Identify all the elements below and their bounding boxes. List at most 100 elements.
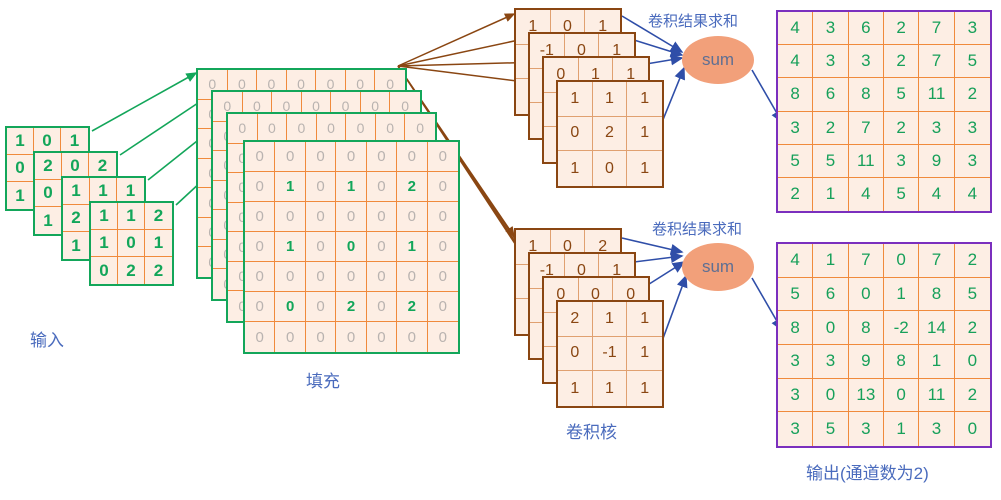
output-channel-1-3-1: 2 [813, 111, 849, 145]
kernel2c4-2-2: 1 [627, 371, 662, 406]
input1-0-1: 0 [34, 128, 61, 155]
pad4-5-2: 0 [305, 292, 337, 322]
output-channel-1-2-1: 6 [813, 78, 849, 112]
pad4-3-1: 1 [275, 232, 306, 262]
output-channel-2-5-4: 3 [919, 412, 955, 446]
pad4-1-2: 0 [305, 172, 337, 202]
input4-0-1: 1 [118, 203, 145, 230]
pad4-4-1: 0 [275, 262, 306, 292]
output-channel-1-1-4: 7 [919, 45, 955, 79]
output-channel-2-5-3: 1 [883, 412, 920, 446]
kernel1c4-2-2: 1 [627, 151, 662, 186]
output-channel-2-3-5: 0 [954, 345, 990, 379]
pad3-0-3: 0 [316, 114, 347, 144]
output-channel-1-2-5: 2 [954, 78, 990, 112]
output-channel-1-1-1: 3 [813, 45, 849, 79]
pad4-4-5: 0 [397, 262, 428, 292]
pad4-2-6: 0 [427, 202, 458, 232]
output-channel-2-4-5: 2 [954, 378, 990, 413]
output-channel-2-0-2: 7 [848, 244, 884, 278]
output-channel-2-0-4: 7 [919, 244, 955, 278]
kernel1c4-2-0: 1 [558, 151, 593, 186]
output-channel-1-4-0: 5 [778, 144, 814, 178]
output-channel-1-1-0: 4 [778, 45, 814, 79]
output-channel-1-5-0: 2 [778, 177, 814, 211]
output-channel-1-4-3: 3 [883, 144, 920, 178]
output-channel-2-4-1: 0 [813, 378, 849, 413]
pad4-0-2: 0 [305, 142, 337, 172]
output-channel-2-1-5: 5 [954, 277, 990, 312]
pad4-2-4: 0 [366, 202, 398, 232]
input3-1-0: 2 [63, 205, 90, 232]
output-channel-1-5-3: 5 [883, 177, 920, 211]
pad4-4-3: 0 [336, 262, 367, 292]
pad4-5-4: 0 [366, 292, 398, 322]
pad4-6-2: 0 [305, 322, 337, 352]
kernel2c4-2-1: 1 [592, 371, 628, 406]
pad4-2-3: 0 [336, 202, 367, 232]
output-channel-2-5-1: 5 [813, 412, 849, 446]
output-channel-2-2-0: 8 [778, 311, 814, 345]
input4-1-0: 1 [91, 230, 118, 257]
output-channel-1-1-3: 2 [883, 45, 920, 79]
output-channel-2-1-3: 1 [883, 277, 920, 312]
output-channel-1-5-2: 4 [848, 177, 884, 211]
pad4-6-3: 0 [336, 322, 367, 352]
pad3-0-4: 0 [346, 114, 376, 144]
input2-0-0: 2 [35, 153, 62, 180]
output-channel-2-1-1: 6 [813, 277, 849, 312]
pad4-1-4: 0 [366, 172, 398, 202]
pad4-4-2: 0 [305, 262, 337, 292]
output-channel-1-3-0: 3 [778, 111, 814, 145]
kernel2c4-1-1: -1 [592, 336, 628, 372]
output-channel-1-0-2: 6 [848, 12, 884, 46]
input2-2-0: 1 [35, 207, 62, 234]
output-channel-1-4-1: 5 [813, 144, 849, 178]
output-channel-1-5-5: 4 [954, 177, 990, 211]
pad4-5-3: 2 [336, 292, 367, 322]
pad4-6-4: 0 [366, 322, 398, 352]
pad4-3-6: 0 [427, 232, 458, 262]
output-channel-2-5-2: 3 [848, 412, 884, 446]
output-channel-1-3-3: 2 [883, 111, 920, 145]
sum-node-top[interactable]: sum [682, 36, 754, 84]
output-channel-1-2-2: 8 [848, 78, 884, 112]
output-channel-2-2-3: -2 [883, 311, 920, 345]
output-channel-1-1-2: 3 [848, 45, 884, 79]
input3-0-1: 1 [90, 178, 117, 205]
output-channel-1-0-3: 2 [883, 12, 920, 46]
pad4-1-5: 2 [397, 172, 428, 202]
kernel2c4-0-2: 1 [627, 302, 662, 337]
sum-node-bottom[interactable]: sum [682, 243, 754, 291]
input1-2-0: 1 [7, 182, 34, 209]
pad4-3-0: 0 [245, 232, 276, 262]
output-channel-2-0-3: 0 [883, 244, 920, 278]
output-channel-2-2-1: 0 [813, 311, 849, 345]
label-sum-top: 卷积结果求和 [648, 13, 739, 30]
pad4-0-0: 0 [245, 142, 276, 172]
output-channel-2-0-5: 2 [954, 244, 990, 278]
input3-0-2: 1 [117, 178, 144, 205]
output-channel-2-4-4: 11 [919, 378, 955, 413]
output-channel-1-0-5: 3 [954, 12, 990, 46]
pad4-6-1: 0 [275, 322, 306, 352]
output-channel-1-2-3: 5 [883, 78, 920, 112]
pad4-3-3: 0 [336, 232, 367, 262]
pad4-1-3: 1 [336, 172, 367, 202]
kernel2c4-1-0: 0 [558, 336, 593, 372]
output-channel-1-2-0: 8 [778, 78, 814, 112]
kernel1c4-2-1: 0 [592, 151, 628, 186]
pad4-1-1: 1 [275, 172, 306, 202]
output-channel-2-2-5: 2 [954, 311, 990, 345]
input4-0-2: 2 [145, 203, 172, 230]
kernel1c4-0-2: 1 [627, 82, 662, 117]
input3-2-0: 1 [63, 232, 90, 259]
pad3-0-0: 0 [228, 114, 258, 144]
output-channel-2-3-2: 9 [848, 345, 884, 379]
pad4-5-6: 0 [427, 292, 458, 322]
kernel1c4-1-1: 2 [592, 116, 628, 152]
pad4-6-6: 0 [427, 322, 458, 352]
